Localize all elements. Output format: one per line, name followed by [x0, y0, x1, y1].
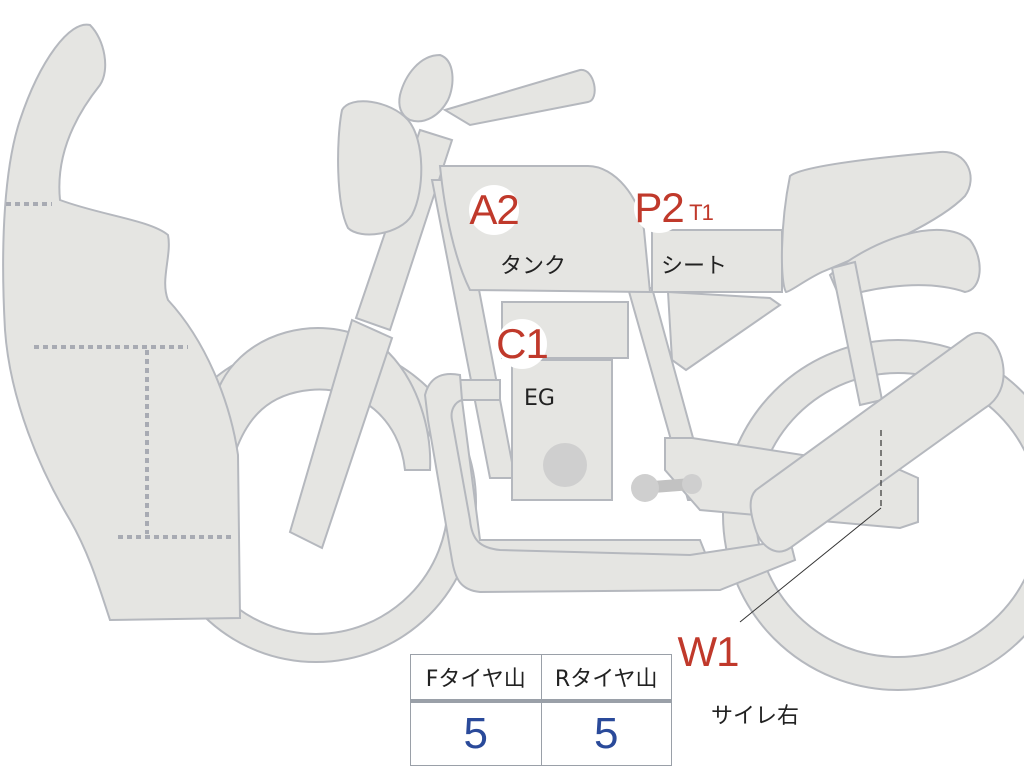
footpeg-end-2	[682, 474, 702, 494]
marker-w1-badge: W1	[677, 627, 740, 677]
marker-c1-badge: C1	[496, 319, 549, 369]
tire-tread-table: Fタイヤ山 Rタイヤ山 5 5	[410, 654, 672, 766]
marker-a2-badge: A2	[469, 185, 520, 235]
fork-upper	[354, 128, 454, 332]
marker-a2-label: タンク	[500, 254, 567, 279]
rear-tire-header: Rタイヤ山	[540, 654, 672, 703]
marker-p2-label: シート	[661, 254, 728, 279]
footpeg-end	[631, 474, 659, 502]
mirror	[398, 53, 454, 123]
handlebar	[442, 69, 596, 127]
headlight	[337, 100, 423, 236]
seat-base	[651, 229, 783, 293]
marker-p2-badge: P2	[634, 183, 685, 233]
rear-tire-value: 5	[540, 700, 672, 766]
w1-leader-diagonal	[739, 507, 882, 623]
exhaust-pipe-2	[423, 373, 797, 594]
tire-table-header-row: Fタイヤ山 Rタイヤ山	[410, 654, 672, 703]
tire-table-value-row: 5 5	[410, 700, 672, 766]
seat-cowl	[780, 150, 972, 294]
rear-fender	[828, 228, 981, 300]
muffler	[749, 331, 1005, 553]
front-tire-header: Fタイヤ山	[410, 654, 542, 703]
engine-cover	[543, 443, 587, 487]
side-cover	[666, 290, 782, 372]
front-fork	[288, 318, 394, 550]
marker-t1-badge: T1	[686, 198, 716, 228]
marker-w1-label: サイレ右	[711, 704, 800, 729]
front-tire-value: 5	[410, 700, 542, 766]
marker-c1-label: EG	[524, 386, 555, 411]
front-fairing	[2, 23, 242, 622]
